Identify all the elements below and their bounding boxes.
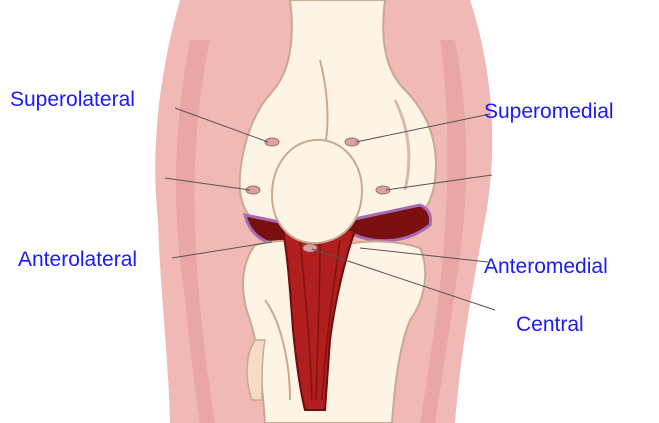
label-central: Central — [516, 313, 584, 337]
fibula-head — [247, 340, 265, 400]
label-anterolateral: Anterolateral — [18, 248, 137, 272]
label-anteromedial: Anteromedial — [484, 255, 608, 279]
label-superolateral: Superolateral — [10, 88, 135, 112]
patella-bone — [272, 140, 362, 243]
label-superomedial: Superomedial — [484, 100, 614, 124]
portal-central-mark — [303, 244, 317, 252]
